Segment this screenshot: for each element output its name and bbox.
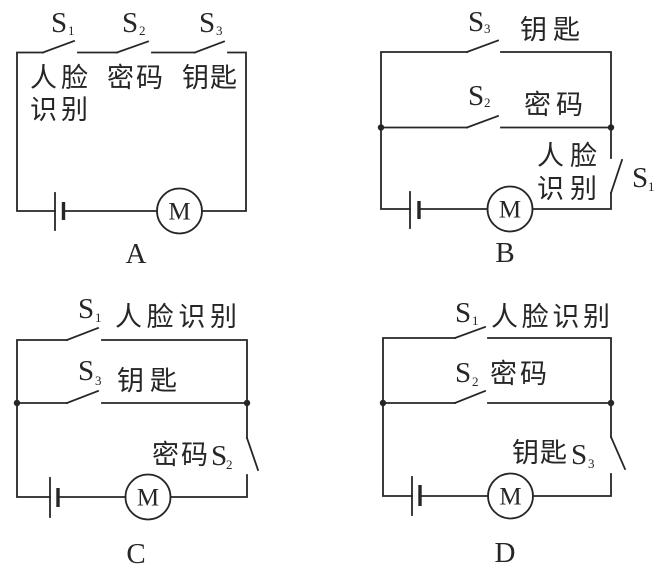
wire [16,339,68,404]
junction-dot [607,124,615,131]
junction-dot [13,399,21,407]
switch-s1-function-line-1: 人脸 [537,141,597,172]
option-label: B [495,237,514,269]
junction-dot [607,399,615,407]
wire [380,51,468,129]
switch-s2-blade [465,114,500,129]
switch-s1-subscript: 1 [648,179,655,194]
circuit-option-d: M S 1 人脸识别 S 2 密码 钥匙 S 3 D [379,297,627,569]
switch-s3-symbol: S [468,6,484,38]
switch-s2-function: 密码 [490,359,547,390]
switch-s2-symbol: S [468,80,484,112]
wire [169,474,248,498]
switch-s1-symbol: S [78,293,94,325]
switch-s3-blade [193,40,226,54]
circuit-option-b: M S 3 钥匙 S 2 密码 人脸 识别 S 1 B [377,6,655,269]
switch-s1-symbol: S [51,7,67,39]
switch-s2-function: 密码 [524,90,583,121]
wire [380,126,411,210]
option-label: A [126,238,147,270]
wire [16,51,56,212]
motor-label: M [168,199,190,226]
switch-s1-subscript: 1 [472,313,479,328]
switch-s2-blade [453,389,487,405]
switch-s3-subscript: 3 [216,23,223,38]
switch-s3-blade [65,389,100,405]
wire [201,51,247,212]
motor-label: M [137,485,159,512]
switch-s2-blade [245,436,260,472]
circuit-option-a: M S 1 S 2 S 3 人脸 识别 密码 钥匙 A [16,7,247,270]
switch-s3-symbol: S [78,355,94,387]
switch-s3-subscript: 3 [484,21,491,36]
option-label: C [126,538,145,570]
switch-s3-subscript: 3 [95,373,102,388]
switch-s1-function-line-2: 识别 [537,174,597,205]
switch-s3-blade [609,435,627,471]
junction-dot [243,399,251,407]
wire [532,473,612,497]
switch-s1-blade [41,39,76,54]
switch-s1-symbol: S [632,162,648,194]
wire [500,51,612,159]
switch-s1-blade [453,325,487,340]
wire [382,402,413,497]
switch-s1-blade [609,158,624,195]
switch-s1-subscript: 1 [95,310,102,325]
switch-s2-function: 密码 [107,63,163,94]
switch-s2-blade [115,40,150,54]
option-label: D [495,537,516,569]
switch-s3-function: 钥匙 [520,15,580,46]
wire [382,337,456,404]
wire [531,192,612,210]
switch-s2-subscript: 2 [484,95,491,110]
motor-label: M [499,197,521,224]
switch-s2-subscript: 2 [472,374,479,389]
junction-dot [379,399,387,407]
switch-s3-function: 钥匙 [512,438,567,469]
switch-s1-symbol: S [455,297,471,329]
switch-s1-function-line-1: 人脸 [30,63,88,94]
junction-dot [377,124,385,131]
motor-label: M [499,484,521,511]
switch-s3-subscript: 3 [588,456,595,471]
switch-s2-symbol: S [122,7,138,39]
switch-s1-function-line-2: 识别 [30,95,88,126]
switch-s3-function: 钥匙 [117,366,177,397]
switch-s3-symbol: S [571,439,587,471]
wire [16,402,51,498]
switch-s2-symbol: S [455,357,471,389]
switch-s2-subscript: 2 [139,23,146,38]
circuit-option-c: M S 1 人脸识别 S 3 钥匙 密码 S 2 C [13,293,260,570]
switch-s1-function: 人脸识别 [115,302,237,333]
switch-s1-blade [65,326,100,342]
switch-s1-function: 人脸识别 [491,302,610,333]
switch-s2-function: 密码 [152,440,208,471]
switch-s3-function: 钥匙 [182,63,237,94]
switch-s3-symbol: S [199,7,215,39]
switch-s3-blade [465,39,500,54]
switch-s1-subscript: 1 [68,23,75,38]
switch-s2-subscript: 2 [226,457,233,472]
switch-s2-symbol: S [211,440,227,472]
